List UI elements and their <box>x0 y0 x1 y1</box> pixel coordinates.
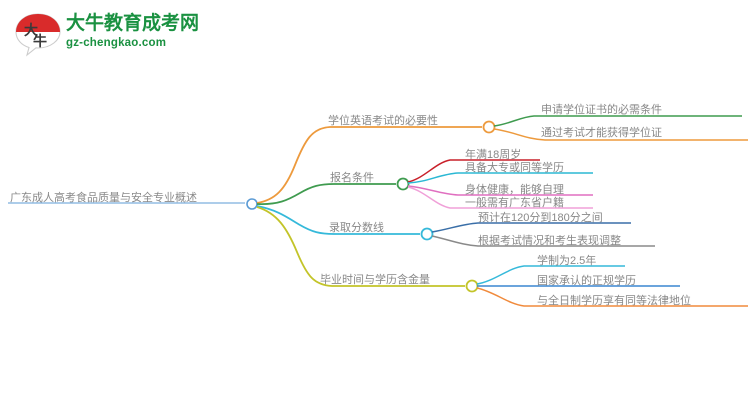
child-connector-4-3 <box>476 287 748 307</box>
branch-label-2[interactable]: 报名条件 <box>330 172 374 184</box>
child-connector-2-2 <box>407 172 593 184</box>
root-node-label[interactable]: 广东成人高考食品质量与安全专业概述 <box>10 192 197 204</box>
branch-node-dot-2 <box>396 177 410 191</box>
site-logo: 大 牛 大牛教育成考网 gz-chengkao.com <box>14 10 200 62</box>
child-connector-1-2 <box>493 128 748 141</box>
branch-connector-2 <box>256 183 396 206</box>
child-label-3-2[interactable]: 根据考试情况和考生表现调整 <box>478 235 621 247</box>
child-label-3-1[interactable]: 预计在120分到180分之间 <box>478 212 603 224</box>
child-label-1-2[interactable]: 通过考试才能获得学位证 <box>541 127 662 139</box>
svg-text:大: 大 <box>24 22 38 38</box>
branch-connector-1 <box>256 126 482 204</box>
child-connector-2-3 <box>407 185 593 196</box>
child-label-2-1[interactable]: 年满18周岁 <box>465 149 522 161</box>
child-label-1-1[interactable]: 申请学位证书的必需条件 <box>541 104 662 116</box>
branch-node-dot-1 <box>482 120 496 134</box>
branch-node-dot-3 <box>420 227 434 241</box>
root-node-dot <box>246 198 258 210</box>
child-label-4-1[interactable]: 学制为2.5年 <box>537 255 597 267</box>
branch-node-dot-4 <box>465 279 479 293</box>
child-connector-3-1 <box>431 222 631 233</box>
child-label-2-4[interactable]: 一般需有广东省户籍 <box>465 197 564 209</box>
branch-label-4[interactable]: 毕业时间与学历含金量 <box>320 274 430 286</box>
branch-connector-3 <box>256 205 420 235</box>
child-connector-1-1 <box>493 115 742 127</box>
branch-label-1[interactable]: 学位英语考试的必要性 <box>328 115 438 127</box>
child-label-2-3[interactable]: 身体健康，能够自理 <box>465 184 564 196</box>
child-connector-2-4 <box>407 186 593 209</box>
child-connector-2-1 <box>407 159 540 183</box>
logo-text-block: 大牛教育成考网 gz-chengkao.com <box>66 13 200 51</box>
child-label-4-2[interactable]: 国家承认的正规学历 <box>537 275 636 287</box>
daniu-speech-bubble-logo-icon: 大 牛 <box>15 13 61 57</box>
logo-company-name: 大牛教育成考网 <box>66 13 200 34</box>
child-label-2-2[interactable]: 具备大专或同等学历 <box>465 162 564 174</box>
branch-label-3[interactable]: 录取分数线 <box>329 222 384 234</box>
child-label-4-3[interactable]: 与全日制学历享有同等法律地位 <box>537 295 691 307</box>
branch-connector-4 <box>256 206 465 287</box>
svg-text:牛: 牛 <box>33 33 47 49</box>
child-connector-3-2 <box>431 235 655 247</box>
child-connector-4-1 <box>476 265 625 285</box>
logo-domain: gz-chengkao.com <box>66 37 167 49</box>
